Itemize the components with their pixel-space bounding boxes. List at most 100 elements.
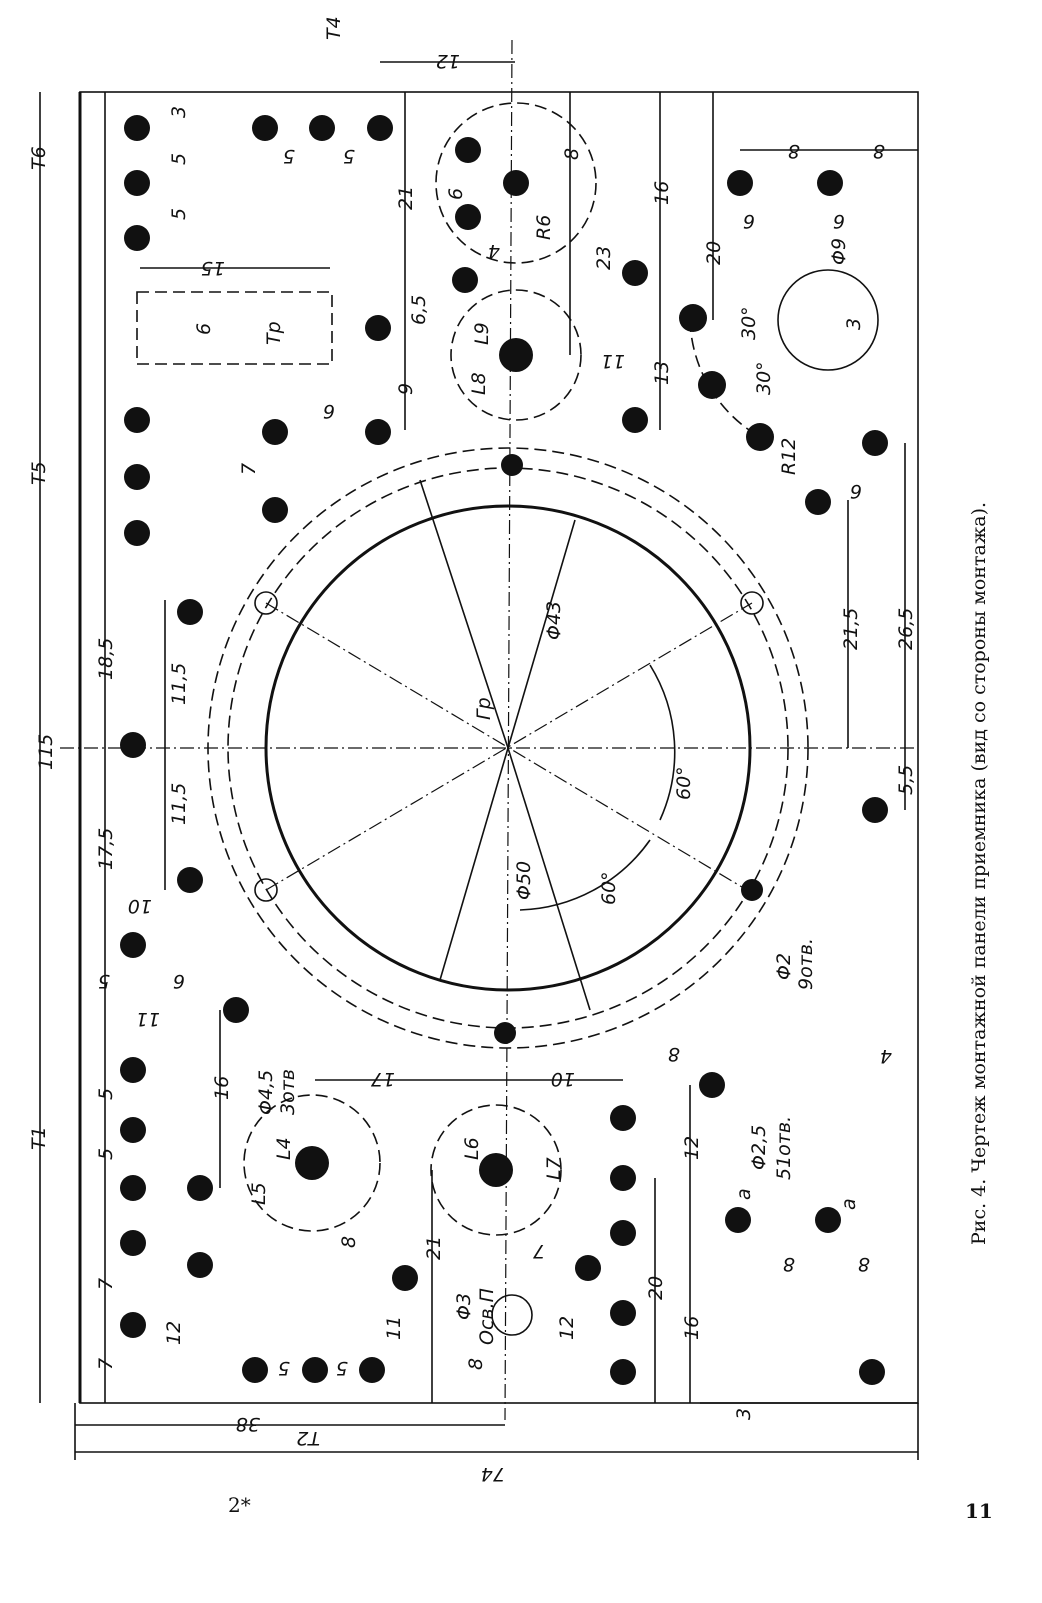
dim-label: 17	[371, 1068, 395, 1090]
dim-label: 5	[336, 1357, 348, 1379]
component-label-t6: T6	[28, 146, 50, 170]
note-label: 3отв	[277, 1069, 299, 1115]
flange-holes	[254, 454, 764, 1044]
angle-arc-60a	[649, 664, 676, 821]
dimension-lines	[104, 92, 918, 1404]
dim-label: 5,5	[895, 765, 917, 795]
dim-label: 6	[850, 480, 862, 502]
component-label-l7: L7	[543, 1157, 565, 1180]
dim-label: 16	[651, 181, 673, 205]
dim-label: 38	[236, 1413, 260, 1435]
dim-label: 16	[211, 1076, 233, 1100]
dim-label: Φ43	[543, 601, 565, 640]
dim-label: 26,5	[895, 608, 917, 650]
dim-label: 12	[556, 1316, 578, 1340]
diameter-arrow-d50b	[507, 747, 591, 1011]
dim-label: 6	[173, 970, 185, 992]
transformer-outline	[136, 291, 333, 365]
diameter-arrow-d43	[507, 519, 576, 749]
dim-label: 18,5	[95, 638, 117, 680]
component-label-t5: T5	[28, 461, 50, 485]
coil-circle-l6	[430, 1104, 562, 1236]
component-label-l6: L6	[461, 1137, 483, 1160]
label-a: a	[838, 1198, 860, 1210]
page-number-right: 11	[965, 1499, 993, 1523]
component-label-l8: L8	[468, 372, 490, 395]
small-holes	[120, 115, 888, 1385]
component-label-t1: T1	[28, 1126, 50, 1150]
dim-label: 10	[551, 1068, 575, 1090]
dim-label: 20	[645, 1276, 667, 1300]
dim-label: 11,5	[168, 783, 190, 825]
dim-label: 5	[95, 1088, 117, 1100]
dim-label: Φ4,5	[255, 1070, 277, 1115]
dim-label: Φ3	[453, 1293, 475, 1320]
dim-label: 3	[168, 106, 190, 118]
dim-label: Φ2,5	[748, 1125, 770, 1170]
radius-arrow-gr	[419, 479, 509, 749]
note-label: 9отв.	[795, 938, 817, 990]
dim-label: 10	[128, 895, 152, 917]
dim-label: 8	[783, 1253, 795, 1275]
dim-label: 16	[681, 1316, 703, 1340]
dim-label: 5	[98, 970, 110, 992]
dim-label: 8	[858, 1253, 870, 1275]
dim-label: R12	[778, 438, 800, 475]
hole-d3	[491, 1294, 533, 1336]
dim-label: 11	[383, 1316, 405, 1340]
dim-label: 11	[136, 1008, 160, 1030]
dim-label: 13	[651, 361, 673, 385]
dim-label: 23	[593, 246, 615, 270]
component-label-gr: Гр	[473, 697, 495, 720]
dashed-outer-circle	[207, 447, 809, 1049]
dim-label: 11,5	[168, 663, 190, 705]
dim-label: 11	[601, 350, 625, 372]
angle-label: 30°	[753, 361, 775, 395]
dim-label: 12	[163, 1321, 185, 1345]
dim-label: Φ9	[828, 238, 850, 265]
dim-label: 20	[703, 241, 725, 265]
dim-label: 6	[743, 210, 755, 232]
loudspeaker-cutout-circle	[264, 504, 752, 992]
dim-label: 3	[843, 318, 865, 330]
page-number-left: 2*	[228, 1493, 251, 1517]
dim-label: 8	[788, 140, 800, 162]
dim-label: 6	[445, 188, 467, 200]
dim-label: 6	[833, 210, 845, 232]
vertical-centerline	[504, 39, 513, 1421]
dim-label: 4	[880, 1045, 892, 1067]
dim-label: 6,5	[408, 295, 430, 325]
note-label: 51отв.	[773, 1116, 795, 1180]
figure-caption: Рис. 4. Чертеж монтажной панели приемник…	[968, 502, 990, 1245]
dim-label: 9	[395, 383, 417, 395]
label-a: a	[733, 1188, 755, 1200]
angle-label: 60°	[598, 871, 620, 905]
hole-d9	[777, 269, 879, 371]
dim-label: 7	[95, 1278, 117, 1290]
dim-label: 3	[733, 1408, 755, 1420]
coil-circle-l6-top	[435, 102, 597, 264]
component-label-l9: L9	[471, 322, 493, 345]
dim-label: 7	[95, 1358, 117, 1370]
dim-label: 17,5	[95, 828, 117, 870]
dim-label: 115	[35, 734, 57, 770]
coil-circle-l4	[243, 1094, 381, 1232]
component-label-tr: Тр	[263, 321, 285, 345]
dim-label: 5	[343, 145, 355, 167]
dim-label: 8	[561, 148, 583, 160]
dim-label: Φ50	[513, 861, 535, 900]
component-label-t2: T2	[296, 1427, 320, 1449]
angle-arc-60b	[519, 839, 651, 911]
dim-label: 6	[193, 323, 215, 335]
dim-label: Φ2	[773, 953, 795, 980]
dim-label: 5	[278, 1357, 290, 1379]
dim-label: 21	[423, 1236, 445, 1260]
dim-label: 74	[481, 1463, 505, 1485]
dim-label: 5	[168, 153, 190, 165]
dim-label: 6	[323, 400, 335, 422]
dim-label: 12	[681, 1136, 703, 1160]
coil-circle-l9	[450, 289, 582, 421]
diameter-arrow-d50a	[439, 747, 509, 981]
